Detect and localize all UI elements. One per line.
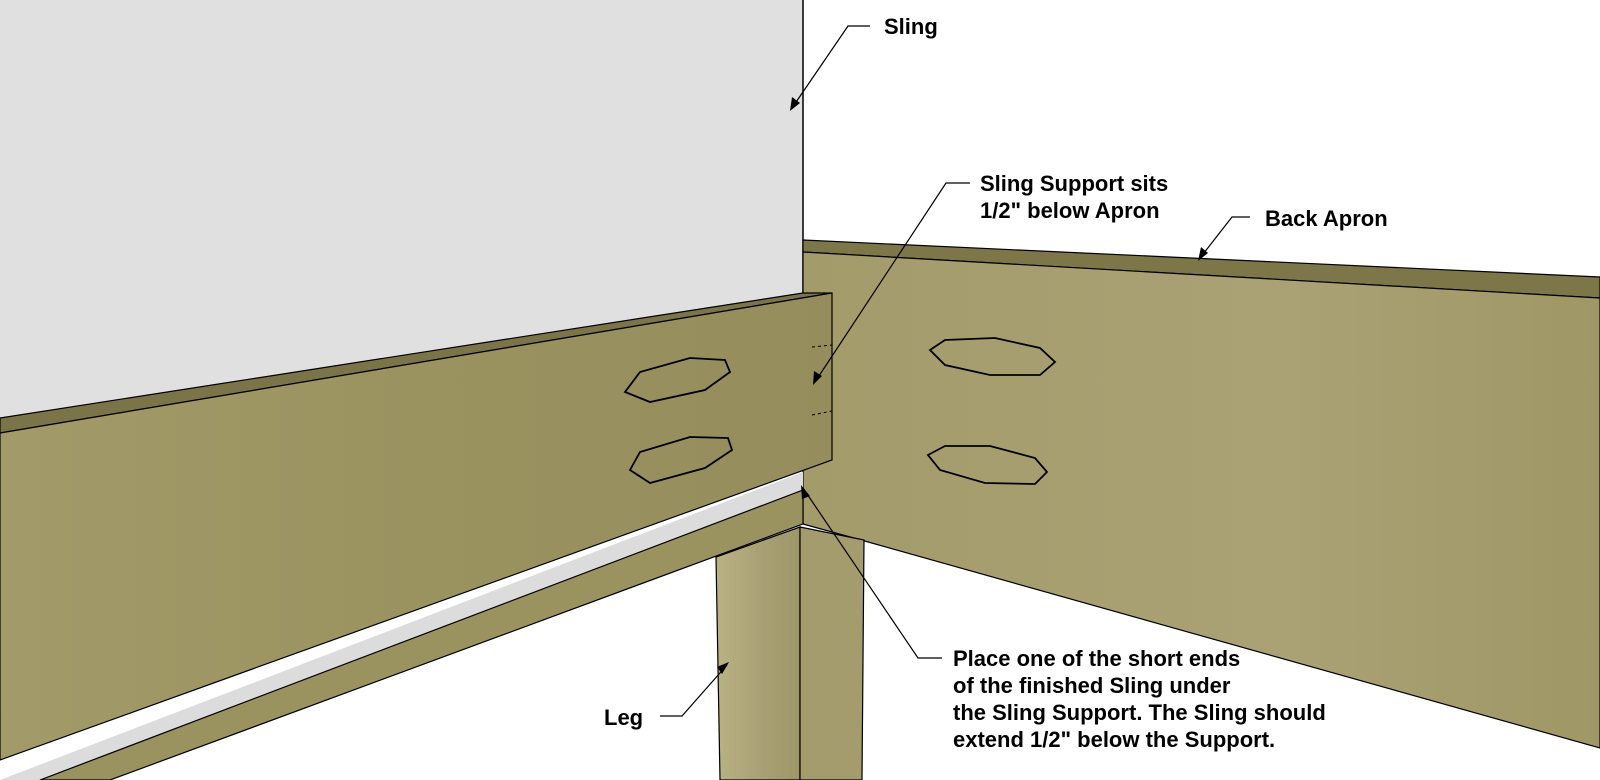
pocket-hole [926, 445, 1049, 485]
arrowhead [790, 97, 800, 111]
pocket-hole [623, 357, 732, 403]
pocket-hole [628, 436, 734, 484]
instruction-line: Place one of the short ends [953, 646, 1241, 671]
back-apron-top [802, 239, 1600, 299]
arrowhead [801, 485, 810, 499]
sling-support-label: Sling Support sits 1/2" below Apron [980, 170, 1168, 224]
sling-lower-strip [0, 472, 803, 780]
instruction-line: of the finished Sling under [953, 673, 1231, 698]
arrowhead [1198, 247, 1208, 261]
back-apron-leader [1199, 216, 1250, 259]
arrowhead [813, 371, 822, 385]
instruction-label: Place one of the short ends of the finis… [953, 645, 1326, 753]
instruction-line: the Sling Support. The Sling should [953, 700, 1326, 725]
leg-front [715, 526, 801, 780]
instruction-line: extend 1/2" below the Support. [953, 727, 1276, 752]
arrowhead [717, 662, 729, 674]
support-leader [814, 182, 970, 383]
leader-lines [660, 25, 1250, 717]
sling-support-face [0, 292, 833, 761]
pocket-hole [928, 337, 1057, 376]
sling-panel [0, 0, 803, 418]
arrowheads [717, 97, 1208, 674]
sling-label: Sling [884, 14, 938, 39]
back-apron-label: Back Apron [1265, 206, 1388, 231]
sling-support-label-line: 1/2" below Apron [980, 198, 1160, 223]
leg-leader [660, 664, 728, 717]
side-apron-lower [39, 489, 804, 780]
leg-side [799, 526, 865, 780]
sling-leader [791, 25, 870, 109]
instruction-leader [802, 487, 942, 659]
sling-support-label-line: Sling Support sits [980, 171, 1169, 196]
leg-label: Leg [604, 705, 644, 730]
